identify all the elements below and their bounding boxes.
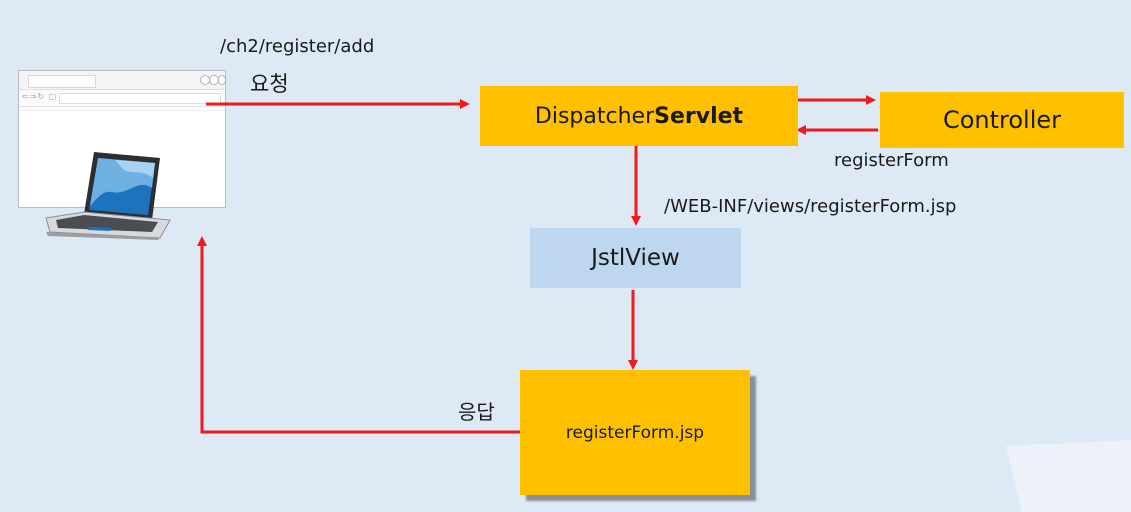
controller-box: Controller <box>880 92 1124 148</box>
browser-address-bar <box>59 93 221 104</box>
controller-label: Controller <box>942 106 1062 134</box>
response-label: 응답 <box>458 400 495 424</box>
response-arrow <box>197 236 520 434</box>
browser-nav-icons: ⇐⇒↻ ▢ <box>22 92 58 101</box>
laptop-icon <box>45 152 171 240</box>
registerform-jsp-box: registerForm.jsp <box>520 370 750 495</box>
dispatcher-servlet-prefix: Dispatcher <box>534 103 655 129</box>
request-label: 요청 <box>250 72 289 96</box>
controller-return-label: registerForm <box>834 150 949 171</box>
jstlview-box: JstlView <box>530 228 741 288</box>
browser-divider <box>19 110 225 111</box>
jstlview-label: JstlView <box>591 245 680 271</box>
request-path-label: /ch2/register/add <box>220 36 375 57</box>
browser-tab <box>28 75 96 88</box>
dispatcher-servlet-bold: Servlet <box>654 103 744 129</box>
slide-corner-decoration <box>1006 440 1131 512</box>
view-path-label: /WEB-INF/views/registerForm.jsp <box>664 196 957 217</box>
window-close-icon <box>218 75 226 85</box>
registerform-jsp-label: registerForm.jsp <box>565 422 705 443</box>
